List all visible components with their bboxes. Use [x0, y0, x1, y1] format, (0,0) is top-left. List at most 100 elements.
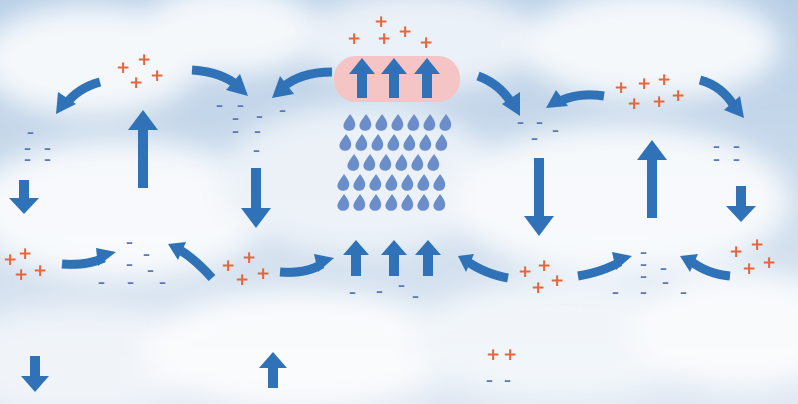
negative-charge-label: – — [531, 131, 538, 147]
up-arrow-icon — [637, 140, 667, 218]
raindrop-icon — [337, 194, 350, 211]
positive-charge-label: + — [398, 22, 413, 42]
down-arrow-icon — [241, 168, 271, 228]
up-arrow-icon — [414, 58, 440, 98]
raindrop-icon — [411, 154, 424, 171]
negative-charge-label: – — [279, 103, 286, 119]
up-arrow-icon — [259, 352, 287, 388]
raindrop-icon — [417, 174, 430, 191]
raindrop-icon — [433, 174, 446, 191]
negative-charge-label: – — [376, 284, 383, 300]
negative-charge-label: – — [27, 125, 34, 141]
positive-charge-label: + — [671, 86, 686, 106]
negative-charge-label: – — [98, 275, 105, 291]
positive-charge-label: + — [3, 250, 18, 270]
raindrop-icon — [401, 174, 414, 191]
precipitation-area — [337, 114, 452, 211]
negative-charge-label: – — [126, 257, 133, 273]
up-arrow-icon — [128, 110, 158, 188]
positive-charge-label: + — [419, 33, 434, 53]
negative-charge-label: – — [640, 269, 647, 285]
negative-charge-label: – — [44, 152, 51, 168]
raindrop-icon — [433, 194, 446, 211]
negative-charge-label: – — [232, 111, 239, 127]
raindrop-icon — [387, 134, 400, 151]
positive-charge-label: + — [518, 262, 533, 282]
raindrop-icon — [371, 134, 384, 151]
positive-charge-label: + — [150, 66, 165, 86]
raindrop-icon — [385, 194, 398, 211]
positive-charge-label: + — [537, 256, 552, 276]
positive-charge-label: + — [377, 29, 392, 49]
negative-charge-label: – — [127, 275, 134, 291]
raindrop-icon — [379, 154, 392, 171]
raindrop-icon — [363, 154, 376, 171]
negative-charge-label: – — [24, 141, 31, 157]
negative-charge-label: – — [640, 257, 647, 273]
negative-charge-label: – — [680, 285, 687, 301]
positive-charge-label: + — [221, 256, 236, 276]
raindrop-icon — [369, 194, 382, 211]
negative-charge-label: – — [254, 124, 261, 140]
down-arrow-icon — [21, 356, 49, 392]
positive-charge-label: + — [531, 278, 546, 298]
positive-charge-label: + — [503, 345, 518, 365]
raindrop-icon — [403, 134, 416, 151]
positive-charge-label: + — [235, 270, 250, 290]
positive-charge-label: + — [374, 12, 389, 32]
raindrop-icon — [347, 154, 360, 171]
negative-charge-label: – — [536, 115, 543, 131]
positive-charge-label: + — [614, 78, 629, 98]
positive-charge-label: + — [33, 261, 48, 281]
negative-charge-label: – — [44, 141, 51, 157]
negative-charge-label: – — [660, 261, 667, 277]
positive-charge-label: + — [137, 50, 152, 70]
negative-charge-label: – — [253, 143, 260, 159]
positive-charge-label: + — [18, 244, 33, 264]
negative-charge-label: – — [517, 115, 524, 131]
positive-charge-label: + — [116, 58, 131, 78]
negative-charge-label: – — [552, 123, 559, 139]
positive-charge-label: + — [242, 248, 257, 268]
raindrop-icon — [401, 194, 414, 211]
negative-charge-label: – — [147, 263, 154, 279]
positive-charge-label: + — [627, 94, 642, 114]
raindrop-icon — [355, 134, 368, 151]
raindrop-icon — [359, 114, 372, 131]
negative-charge-label: – — [733, 152, 740, 168]
raindrop-icon — [369, 174, 382, 191]
positive-charge-label: + — [742, 259, 757, 279]
down-arrow-icon — [9, 180, 39, 214]
raindrop-icon — [407, 114, 420, 131]
up-arrow-icon — [343, 240, 369, 276]
up-arrow-icon — [415, 240, 441, 276]
raindrop-icon — [375, 114, 388, 131]
raindrop-icon — [391, 114, 404, 131]
up-arrow-icon — [381, 240, 407, 276]
raindrop-icon — [439, 114, 452, 131]
up-arrow-icon — [381, 58, 407, 98]
positive-charge-label: + — [14, 265, 29, 285]
raindrop-icon — [395, 154, 408, 171]
negative-charge-label: – — [24, 152, 31, 168]
negative-charge-label: – — [232, 124, 239, 140]
negative-charge-label: – — [504, 373, 511, 389]
negative-charge-label: – — [159, 275, 166, 291]
negative-charge-label: – — [216, 98, 223, 114]
negative-charge-label: – — [640, 245, 647, 261]
negative-charge-label: – — [486, 373, 493, 389]
negative-charge-label: – — [126, 235, 133, 251]
raindrop-icon — [435, 134, 448, 151]
positive-charge-label: + — [750, 235, 765, 255]
negative-charge-label: – — [713, 139, 720, 155]
negative-charge-label: – — [398, 278, 405, 294]
negative-charge-label: – — [256, 109, 263, 125]
down-arrow-icon — [726, 186, 756, 222]
positive-charge-label: + — [657, 70, 672, 90]
negative-charge-label: – — [143, 247, 150, 263]
raindrop-icon — [417, 194, 430, 211]
positive-charge-label: + — [347, 29, 362, 49]
positive-charge-label: + — [652, 92, 667, 112]
